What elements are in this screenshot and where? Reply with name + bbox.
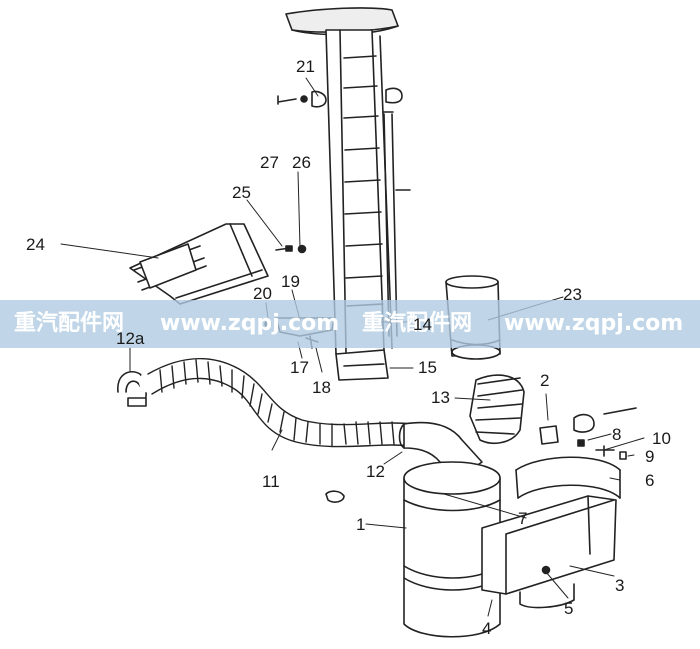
- watermark-text-cn-1: 重汽配件网: [14, 311, 125, 336]
- small-fittings: [325, 407, 637, 575]
- part-label-27: 27: [260, 153, 279, 172]
- part-label-2: 2: [540, 371, 550, 390]
- part-label-12a: 12a: [116, 329, 145, 348]
- part-label-11: 11: [262, 472, 280, 491]
- part-label-3: 3: [615, 576, 625, 595]
- part-label-18: 18: [312, 378, 331, 397]
- part-label-13: 13: [431, 388, 450, 407]
- part-label-6: 6: [645, 471, 655, 490]
- watermark-url-1: www.zqpj.com: [160, 311, 340, 336]
- part-label-5: 5: [564, 599, 574, 618]
- top-bolts: [277, 87, 403, 108]
- part-label-10: 10: [652, 429, 671, 448]
- part-label-26: 26: [292, 153, 311, 172]
- mounting-bracket: [129, 223, 269, 305]
- watermark-text-cn-2: 重汽配件网: [362, 311, 473, 336]
- part-label-12: 12: [366, 462, 385, 481]
- part-label-4: 4: [482, 619, 492, 638]
- part-label-1: 1: [356, 515, 366, 534]
- corrugated-hose: [139, 357, 421, 448]
- elbow-and-hose: [398, 374, 525, 477]
- part-label-24: 24: [26, 235, 45, 254]
- part-label-17: 17: [290, 358, 309, 377]
- bracket-frame: [481, 456, 621, 609]
- watermark-url-2: www.zqpj.com: [504, 311, 684, 336]
- part-label-21: 21: [296, 57, 315, 76]
- watermark-band: [0, 300, 700, 348]
- part-label-25: 25: [232, 183, 251, 202]
- part-label-23: 23: [563, 285, 582, 304]
- part-label-14: 14: [413, 315, 432, 334]
- small-bolts: [275, 244, 307, 254]
- hose-clamp: [117, 370, 147, 407]
- part-label-19: 19: [281, 272, 300, 291]
- part-label-15: 15: [418, 358, 437, 377]
- part-label-20: 20: [253, 284, 272, 303]
- air-cleaner-body: [403, 461, 501, 638]
- part-label-7: 7: [518, 509, 528, 528]
- support-rod: [382, 111, 411, 337]
- part-label-8: 8: [612, 425, 622, 444]
- part-label-9: 9: [645, 447, 655, 466]
